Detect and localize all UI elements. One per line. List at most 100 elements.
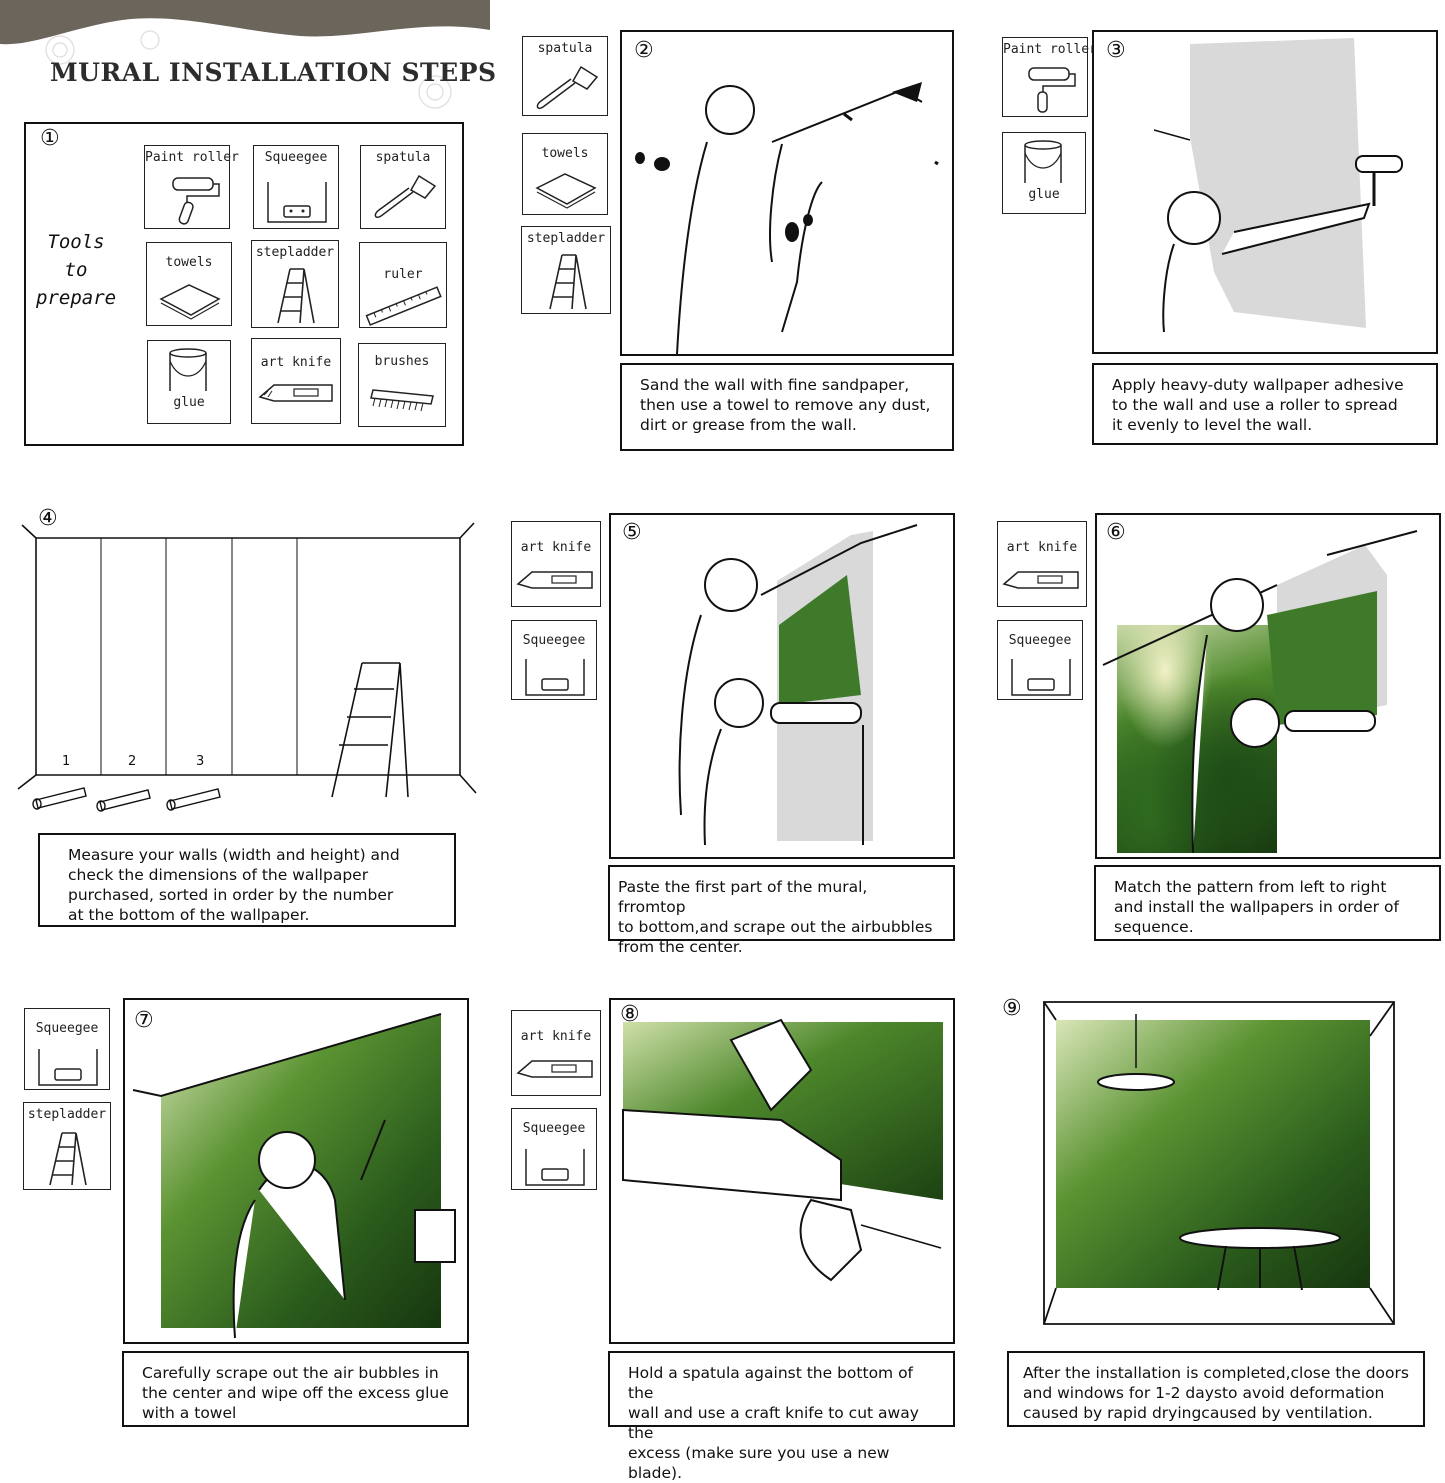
tool-label: art knife xyxy=(520,1029,592,1044)
tools-heading-line: Tools xyxy=(47,231,105,253)
step4-number: ④ xyxy=(38,506,58,531)
stepladder-icon xyxy=(49,1132,87,1186)
step3-tool-glue: glue xyxy=(1002,132,1086,214)
caption-line: it evenly to level the wall. xyxy=(1112,416,1313,434)
step6-caption: Match the pattern from left to right and… xyxy=(1094,865,1441,941)
step5-tool-art-knife: art knife xyxy=(511,521,601,607)
tool-label: stepladder xyxy=(255,245,335,260)
caption-line: Carefully scrape out the air bubbles in xyxy=(142,1364,439,1382)
step3-number: ③ xyxy=(1106,38,1126,63)
header-banner xyxy=(0,0,490,109)
squeegee-icon xyxy=(267,182,327,223)
step7-caption: Carefully scrape out the air bubbles in … xyxy=(122,1351,469,1427)
caption-line: Hold a spatula against the bottom of the xyxy=(628,1364,914,1402)
step2-illustration xyxy=(620,30,954,356)
squeegee-icon xyxy=(525,659,585,696)
step5-illustration xyxy=(609,513,955,859)
caption-line: check the dimensions of the wallpaper xyxy=(68,866,369,884)
tool-ruler: ruler xyxy=(359,242,447,328)
trimming-illustration xyxy=(622,1018,943,1282)
step8-illustration xyxy=(609,998,955,1344)
caption-line: Paste the first part of the mural, frrom… xyxy=(618,878,868,916)
page-title: MURAL INSTALLATION STEPS xyxy=(50,58,497,87)
step8-caption: Hold a spatula against the bottom of the… xyxy=(608,1351,955,1482)
tools-heading-line: to xyxy=(64,259,88,281)
tool-label: art knife xyxy=(260,355,332,370)
caption-line: Sand the wall with fine sandpaper, xyxy=(640,376,910,394)
tool-label: glue xyxy=(1028,187,1060,202)
towel-icon xyxy=(535,173,597,209)
tool-label: Squeegee xyxy=(264,150,328,165)
step2-caption: Sand the wall with fine sandpaper, then … xyxy=(620,363,954,451)
step2-number: ② xyxy=(634,38,654,63)
tool-label: stepladder xyxy=(27,1107,107,1122)
pendant-lamp-icon xyxy=(1097,1073,1175,1091)
glue-bucket-icon xyxy=(1024,140,1062,183)
adhesive-illustration xyxy=(1153,38,1403,333)
step7-tool-stepladder: stepladder xyxy=(23,1102,111,1190)
pasting-illustration xyxy=(678,524,918,846)
step3-illustration xyxy=(1092,30,1438,354)
panel-number-2: 2 xyxy=(128,754,137,769)
stepladder-icon xyxy=(549,254,587,310)
tool-label: towels xyxy=(541,146,589,161)
step3-caption: Apply heavy-duty wallpaper adhesive to t… xyxy=(1092,363,1438,445)
brush-icon xyxy=(370,389,434,412)
caption-line: Measure your walls (width and height) an… xyxy=(68,846,400,864)
caption-line: to the wall and use a roller to spread xyxy=(1112,396,1398,414)
art-knife-icon xyxy=(516,1060,593,1078)
tool-spatula: spatula xyxy=(360,145,446,229)
sanding-illustration xyxy=(635,82,939,355)
panel-number-1: 1 xyxy=(62,754,71,769)
tool-paint-roller: Paint roller xyxy=(144,145,239,229)
tool-label: Paint roller xyxy=(145,150,239,165)
step6-tool-squeegee: Squeegee xyxy=(997,620,1083,700)
wallpaper-roll-icon xyxy=(166,788,221,811)
tool-label: spatula xyxy=(537,41,593,56)
step3-tool-paint-roller: Paint roller xyxy=(1002,37,1097,117)
tool-label: Squeegee xyxy=(35,1021,99,1036)
wallpaper-roll-icon xyxy=(32,787,87,810)
art-knife-icon xyxy=(516,571,593,589)
caption-line: Match the pattern from left to right xyxy=(1114,878,1387,896)
paint-roller-icon xyxy=(1028,67,1076,113)
tool-label: art knife xyxy=(1006,540,1078,555)
step8-number: ⑧ xyxy=(620,1002,640,1027)
step9-illustration xyxy=(1043,1001,1395,1325)
step9-caption: After the installation is completed,clos… xyxy=(1007,1351,1425,1427)
spatula-icon xyxy=(374,174,437,219)
towel-icon xyxy=(159,284,221,320)
caption-line: then use a towel to remove any dust, xyxy=(640,396,931,414)
stepladder-icon xyxy=(277,268,315,324)
art-knife-icon xyxy=(258,384,333,402)
tool-label: art knife xyxy=(520,540,592,555)
tool-label: Squeegee xyxy=(1008,633,1072,648)
step1-number: ① xyxy=(40,126,60,151)
stepladder-icon xyxy=(331,662,409,798)
table-icon xyxy=(1179,1227,1341,1291)
caption-line: caused by rapid dryingcaused by ventilat… xyxy=(1023,1404,1373,1422)
step6-number: ⑥ xyxy=(1106,520,1126,545)
step8-tool-art-knife: art knife xyxy=(511,1010,601,1096)
tool-label: Squeegee xyxy=(522,1121,586,1136)
step4-illustration xyxy=(17,522,477,812)
caption-line: purchased, sorted in order by the number xyxy=(68,886,394,904)
caption-line: from the center. xyxy=(618,938,743,956)
step6-illustration xyxy=(1095,513,1441,859)
tool-label: Paint roller xyxy=(1003,42,1097,57)
caption-line: and windows for 1-2 daysto avoid deforma… xyxy=(1023,1384,1385,1402)
spatula-icon xyxy=(536,65,599,110)
caption-line: at the bottom of the wallpaper. xyxy=(68,906,310,924)
step6-tool-art-knife: art knife xyxy=(997,521,1087,607)
smoothing-illustration xyxy=(132,1013,456,1339)
paint-roller-icon xyxy=(172,177,220,225)
squeegee-icon xyxy=(1011,659,1071,696)
step5-caption: Paste the first part of the mural, frrom… xyxy=(608,865,955,956)
squeegee-icon xyxy=(38,1049,98,1086)
step7-number: ⑦ xyxy=(134,1008,154,1033)
caption-line: dirt or grease from the wall. xyxy=(640,416,857,434)
matching-illustration xyxy=(1102,530,1418,854)
wallpaper-roll-icon xyxy=(96,789,151,812)
squeegee-icon xyxy=(525,1149,585,1186)
caption-line: excess (make sure you use a new blade). xyxy=(628,1444,890,1482)
